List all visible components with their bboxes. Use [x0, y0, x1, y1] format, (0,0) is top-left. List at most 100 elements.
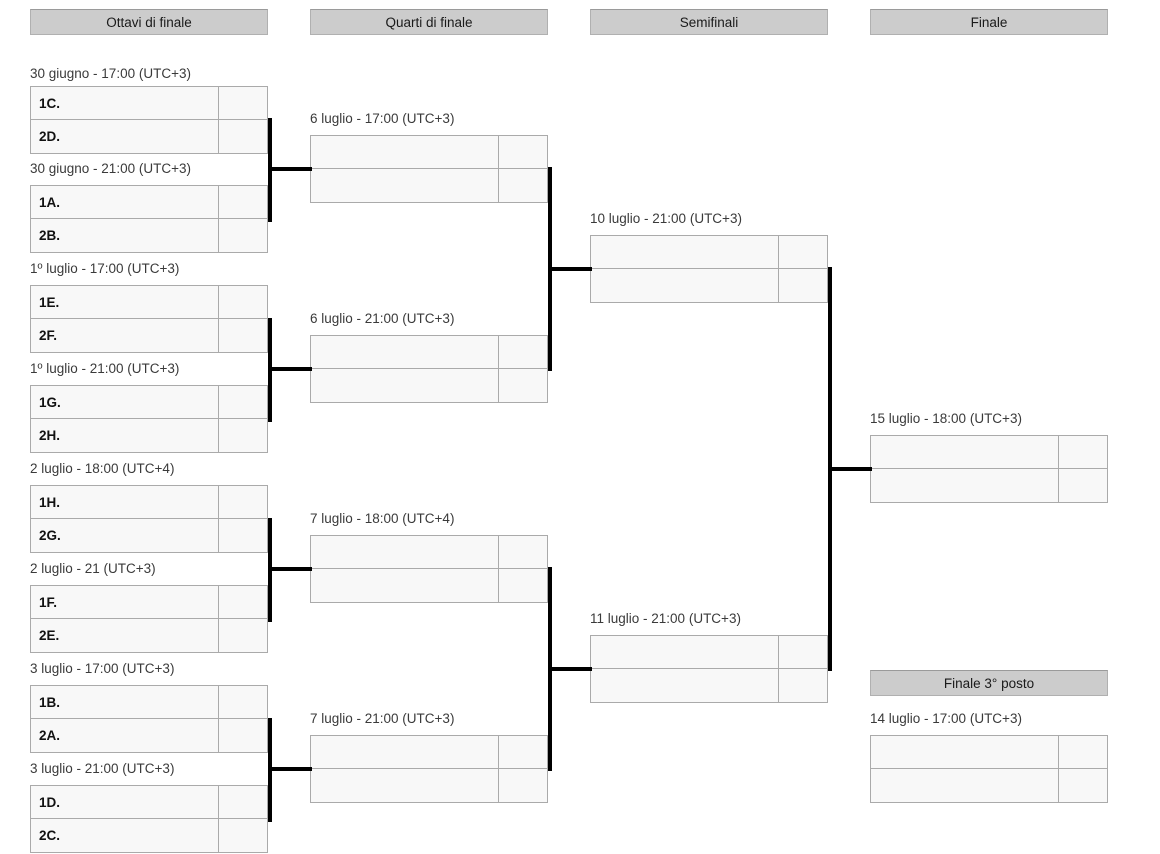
team-name: 2E.	[31, 619, 219, 652]
team-score	[499, 336, 547, 368]
match-box[interactable]	[590, 235, 828, 303]
match-row[interactable]: 1H.	[31, 486, 267, 519]
team-name	[871, 769, 1059, 802]
bracket-connector	[548, 367, 552, 371]
bracket-connector	[268, 167, 312, 171]
match-box[interactable]	[870, 735, 1108, 803]
team-score	[499, 536, 547, 568]
team-score	[219, 619, 267, 652]
team-score	[219, 386, 267, 418]
team-name	[311, 769, 499, 802]
match-box[interactable]: 1A. 2B.	[30, 185, 268, 253]
match-row[interactable]	[871, 769, 1107, 802]
match-row[interactable]: 1F.	[31, 586, 267, 619]
match-row[interactable]	[311, 569, 547, 602]
match-row[interactable]: 2F.	[31, 319, 267, 352]
team-score	[219, 719, 267, 752]
match-box[interactable]: 1B. 2A.	[30, 685, 268, 753]
bracket-connector	[268, 718, 272, 722]
match-row[interactable]	[311, 536, 547, 569]
team-name	[311, 169, 499, 202]
match-row[interactable]: 2H.	[31, 419, 267, 452]
match-row[interactable]: 2G.	[31, 519, 267, 552]
match-row[interactable]	[311, 769, 547, 802]
team-score	[219, 186, 267, 218]
team-score	[1059, 769, 1107, 802]
bracket-connector	[548, 567, 552, 571]
match-row[interactable]	[871, 736, 1107, 769]
match-row[interactable]	[591, 669, 827, 702]
bracket-connector	[268, 767, 312, 771]
match-row[interactable]	[311, 736, 547, 769]
bracket-connector	[548, 767, 552, 771]
match-box[interactable]	[590, 635, 828, 703]
team-name	[871, 736, 1059, 768]
team-score	[779, 636, 827, 668]
match-box[interactable]	[310, 535, 548, 603]
match-row[interactable]	[311, 136, 547, 169]
match-date: 7 luglio - 21:00 (UTC+3)	[310, 711, 455, 726]
match-box[interactable]	[310, 735, 548, 803]
match-row[interactable]	[311, 169, 547, 202]
match-row[interactable]: 2C.	[31, 819, 267, 852]
team-name: 1H.	[31, 486, 219, 518]
match-box[interactable]: 1F. 2E.	[30, 585, 268, 653]
team-name	[871, 436, 1059, 468]
team-name: 1D.	[31, 786, 219, 818]
bracket-connector	[548, 667, 592, 671]
team-score	[219, 87, 267, 119]
match-box[interactable]: 1C. 2D.	[30, 86, 268, 154]
team-score	[1059, 436, 1107, 468]
team-score	[219, 286, 267, 318]
match-row[interactable]	[311, 336, 547, 369]
team-score	[499, 169, 547, 202]
team-score	[499, 136, 547, 168]
match-row[interactable]: 1D.	[31, 786, 267, 819]
match-box[interactable]: 1H. 2G.	[30, 485, 268, 553]
team-score	[219, 786, 267, 818]
match-date: 6 luglio - 21:00 (UTC+3)	[310, 311, 455, 326]
match-box[interactable]: 1D. 2C.	[30, 785, 268, 853]
match-row[interactable]: 1E.	[31, 286, 267, 319]
match-box[interactable]	[310, 335, 548, 403]
match-box[interactable]	[870, 435, 1108, 503]
match-row[interactable]: 2D.	[31, 120, 267, 153]
match-row[interactable]: 1B.	[31, 686, 267, 719]
match-date: 1º luglio - 17:00 (UTC+3)	[30, 261, 180, 276]
team-name	[871, 469, 1059, 502]
match-box[interactable]: 1E. 2F.	[30, 285, 268, 353]
team-name: 1B.	[31, 686, 219, 718]
match-row[interactable]	[591, 269, 827, 302]
match-row[interactable]	[871, 436, 1107, 469]
match-row[interactable]: 1G.	[31, 386, 267, 419]
bracket-connector	[548, 167, 552, 171]
match-row[interactable]	[591, 636, 827, 669]
match-date: 6 luglio - 17:00 (UTC+3)	[310, 111, 455, 126]
match-date: 30 giugno - 17:00 (UTC+3)	[30, 66, 191, 81]
match-date: 10 luglio - 21:00 (UTC+3)	[590, 211, 742, 226]
match-box[interactable]: 1G. 2H.	[30, 385, 268, 453]
team-score	[219, 319, 267, 352]
bracket-connector	[268, 318, 272, 322]
team-name	[591, 236, 779, 268]
match-row[interactable]: 2B.	[31, 219, 267, 252]
match-row[interactable]	[871, 469, 1107, 502]
team-name	[591, 636, 779, 668]
team-name: 1C.	[31, 87, 219, 119]
match-row[interactable]: 2A.	[31, 719, 267, 752]
team-score	[779, 236, 827, 268]
match-row[interactable]	[311, 369, 547, 402]
team-score	[219, 120, 267, 153]
match-box[interactable]	[310, 135, 548, 203]
match-row[interactable]	[591, 236, 827, 269]
match-date: 30 giugno - 21:00 (UTC+3)	[30, 161, 191, 176]
match-row[interactable]: 1C.	[31, 87, 267, 120]
team-score	[1059, 469, 1107, 502]
match-row[interactable]: 2E.	[31, 619, 267, 652]
team-name	[311, 569, 499, 602]
team-name: 2G.	[31, 519, 219, 552]
bracket-connector	[268, 567, 312, 571]
match-date: 3 luglio - 21:00 (UTC+3)	[30, 761, 175, 776]
match-row[interactable]: 1A.	[31, 186, 267, 219]
